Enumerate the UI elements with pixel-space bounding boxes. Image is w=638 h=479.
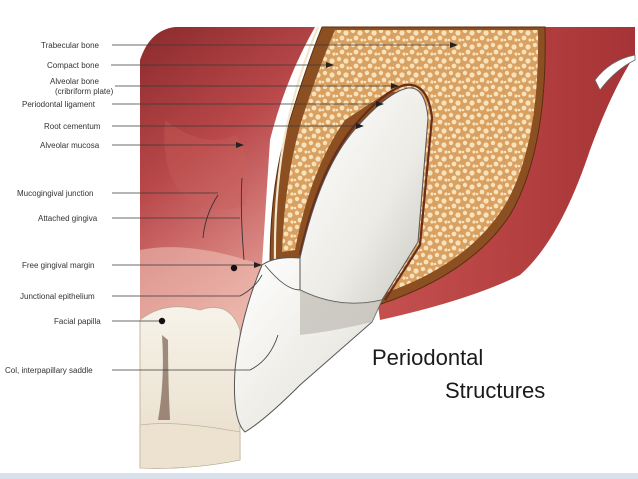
arrowhead-alveolar-bone xyxy=(391,83,399,89)
mucogingival-curve-2 xyxy=(202,194,219,239)
label-free-gingival-margin: Free gingival margin xyxy=(22,261,94,270)
label-alveolar-bone: Alveolar bone xyxy=(50,77,99,86)
lingual-mucosa xyxy=(378,27,635,320)
mucosa-highlight xyxy=(164,120,249,209)
mucogingival-curve xyxy=(240,177,245,261)
leader-col-interpapillary-saddle xyxy=(112,334,279,371)
leader-junctional-epithelium xyxy=(112,274,263,297)
label-mucogingival-junction: Mucogingival junction xyxy=(17,189,94,198)
interdental-gap xyxy=(158,335,170,420)
adjacent-teeth-lower xyxy=(139,423,241,469)
label-cribriform-plate: (cribriform plate) xyxy=(55,87,114,96)
label-col-interpapillary-saddle: Col, interpapillary saddle xyxy=(5,366,93,375)
arrowhead-trabecular-bone xyxy=(450,42,458,48)
arrowhead-root-cementum xyxy=(356,123,364,129)
label-trabecular-bone: Trabecular bone xyxy=(41,41,100,50)
marker-facial-papilla xyxy=(158,317,166,325)
bottom-strip xyxy=(0,473,638,479)
cemento-enamel-junction xyxy=(264,264,301,291)
title-line-1: Periodontal xyxy=(372,345,483,370)
lingual-mucosa-edge xyxy=(594,54,636,91)
compact-bone-plate xyxy=(273,26,320,263)
title-line-2: Structures xyxy=(445,378,545,403)
arrowhead-compact-bone xyxy=(326,62,334,68)
marker-free-gingival-margin xyxy=(230,264,238,272)
crown-shadow xyxy=(300,290,382,335)
arrowhead-free-gingival-margin xyxy=(254,262,262,268)
label-compact-bone: Compact bone xyxy=(47,61,100,70)
label-facial-papilla: Facial papilla xyxy=(54,317,101,326)
label-alveolar-mucosa: Alveolar mucosa xyxy=(40,141,100,150)
label-attached-gingiva: Attached gingiva xyxy=(38,214,98,223)
trabecular-bone-region xyxy=(282,30,539,294)
label-root-cementum: Root cementum xyxy=(44,122,101,131)
label-periodontal-ligament: Periodontal ligament xyxy=(22,100,96,109)
arrowhead-alveolar-mucosa xyxy=(236,142,244,148)
label-junctional-epithelium: Junctional epithelium xyxy=(20,292,95,301)
arrowhead-periodontal-ligament xyxy=(376,101,384,107)
